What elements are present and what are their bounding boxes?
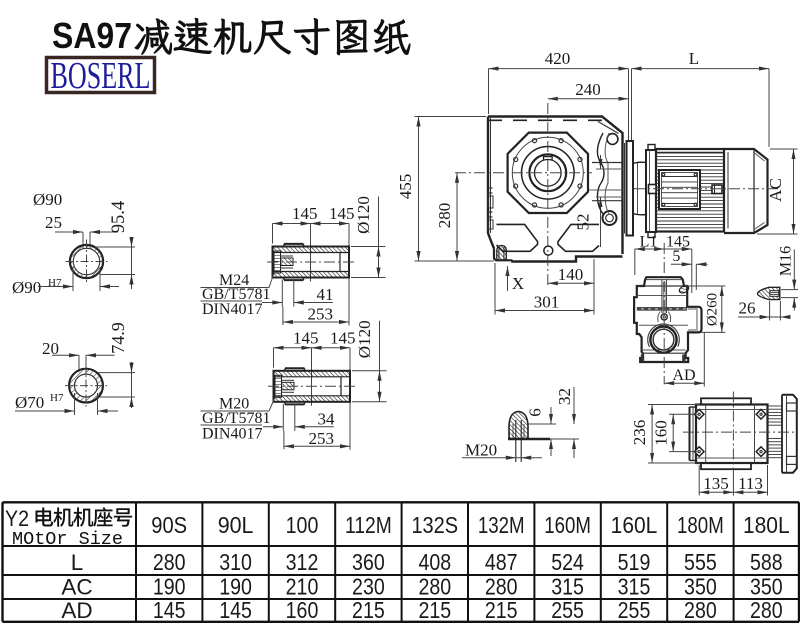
svg-text:135: 135 xyxy=(703,474,729,493)
svg-text:M20: M20 xyxy=(219,396,249,413)
svg-text:Ø70: Ø70 xyxy=(15,393,44,412)
svg-text:MOtOr Size: MOtOr Size xyxy=(12,529,123,550)
svg-text:236: 236 xyxy=(630,420,649,446)
svg-text:74.9: 74.9 xyxy=(108,322,128,354)
svg-text:280: 280 xyxy=(435,203,454,229)
svg-text:160L: 160L xyxy=(611,512,658,538)
svg-text:519: 519 xyxy=(618,549,651,575)
svg-text:145: 145 xyxy=(329,204,355,223)
svg-text:132M: 132M xyxy=(478,512,525,538)
svg-text:90S: 90S xyxy=(151,512,187,538)
svg-text:AC: AC xyxy=(61,575,92,600)
svg-text:112M: 112M xyxy=(345,512,392,538)
svg-text:315: 315 xyxy=(551,574,584,600)
svg-text:180L: 180L xyxy=(743,512,790,538)
svg-text:Ø260: Ø260 xyxy=(705,293,721,326)
svg-text:Ø120: Ø120 xyxy=(354,196,373,234)
svg-text:20: 20 xyxy=(42,339,59,358)
svg-text:145: 145 xyxy=(153,597,186,623)
svg-text:H7: H7 xyxy=(50,392,64,404)
svg-text:145: 145 xyxy=(293,328,319,347)
svg-text:X: X xyxy=(512,274,524,293)
svg-text:487: 487 xyxy=(485,549,518,575)
svg-text:360: 360 xyxy=(352,549,385,575)
svg-text:113: 113 xyxy=(738,474,763,493)
svg-text:255: 255 xyxy=(618,597,651,623)
svg-text:AD: AD xyxy=(672,367,695,384)
svg-text:GB/T5781: GB/T5781 xyxy=(202,286,270,303)
svg-text:L: L xyxy=(71,550,84,575)
svg-text:132S: 132S xyxy=(411,512,458,538)
svg-text:350: 350 xyxy=(750,574,783,600)
svg-text:AC: AC xyxy=(766,178,785,202)
svg-text:312: 312 xyxy=(286,549,319,575)
svg-text:420: 420 xyxy=(545,49,571,68)
svg-text:M24: M24 xyxy=(219,272,249,289)
svg-text:215: 215 xyxy=(352,597,385,623)
svg-text:M20: M20 xyxy=(465,441,497,460)
svg-text:280: 280 xyxy=(485,574,518,600)
svg-text:160M: 160M xyxy=(544,512,591,538)
svg-text:280: 280 xyxy=(153,549,186,575)
svg-text:588: 588 xyxy=(750,549,783,575)
svg-text:210: 210 xyxy=(286,574,319,600)
svg-text:Y2: Y2 xyxy=(5,506,29,531)
svg-text:253: 253 xyxy=(309,429,335,448)
svg-text:Ø90: Ø90 xyxy=(12,278,41,297)
svg-text:255: 255 xyxy=(551,597,584,623)
svg-text:180M: 180M xyxy=(677,512,724,538)
svg-text:AD: AD xyxy=(61,598,92,623)
svg-text:145: 145 xyxy=(292,204,318,223)
svg-text:240: 240 xyxy=(575,80,601,99)
svg-text:25: 25 xyxy=(45,213,62,232)
svg-text:Ø120: Ø120 xyxy=(355,320,374,358)
svg-text:H7: H7 xyxy=(48,277,62,289)
svg-text:555: 555 xyxy=(684,549,717,575)
svg-text:230: 230 xyxy=(352,574,385,600)
svg-text:280: 280 xyxy=(418,574,451,600)
svg-text:32: 32 xyxy=(555,388,574,405)
svg-text:253: 253 xyxy=(308,305,334,324)
svg-text:L1: L1 xyxy=(640,234,658,251)
svg-text:408: 408 xyxy=(418,549,451,575)
svg-text:280: 280 xyxy=(750,597,783,623)
svg-text:52: 52 xyxy=(574,214,593,231)
svg-text:95.4: 95.4 xyxy=(109,201,129,233)
svg-text:GB/T5781: GB/T5781 xyxy=(202,410,270,427)
svg-text:26: 26 xyxy=(739,299,756,318)
svg-text:350: 350 xyxy=(684,574,717,600)
svg-text:6: 6 xyxy=(526,408,545,417)
svg-text:160: 160 xyxy=(286,597,319,623)
svg-text:90L: 90L xyxy=(218,512,254,538)
svg-text:41: 41 xyxy=(317,285,334,304)
svg-text:524: 524 xyxy=(551,549,584,575)
svg-text:160: 160 xyxy=(652,420,671,446)
svg-text:145: 145 xyxy=(330,328,356,347)
svg-text:140: 140 xyxy=(558,265,584,284)
svg-text:215: 215 xyxy=(418,597,451,623)
svg-text:34: 34 xyxy=(318,409,336,428)
svg-text:Ø90: Ø90 xyxy=(33,190,62,209)
svg-text:215: 215 xyxy=(485,597,518,623)
svg-text:DIN4017: DIN4017 xyxy=(202,426,262,443)
svg-text:SA97: SA97 xyxy=(52,15,132,56)
svg-text:DIN4017: DIN4017 xyxy=(202,301,262,318)
svg-text:280: 280 xyxy=(684,597,717,623)
svg-text:100: 100 xyxy=(286,512,319,538)
svg-text:M16: M16 xyxy=(777,246,794,276)
svg-text:190: 190 xyxy=(153,574,186,600)
svg-text:190: 190 xyxy=(219,574,252,600)
svg-text:BOSERL: BOSERL xyxy=(51,55,151,97)
svg-text:5: 5 xyxy=(672,248,680,265)
svg-text:455: 455 xyxy=(396,174,415,200)
svg-text:310: 310 xyxy=(219,549,252,575)
svg-text:301: 301 xyxy=(534,293,560,312)
svg-text:L: L xyxy=(689,49,699,68)
svg-text:315: 315 xyxy=(618,574,651,600)
svg-text:145: 145 xyxy=(666,234,690,251)
svg-text:145: 145 xyxy=(219,597,252,623)
